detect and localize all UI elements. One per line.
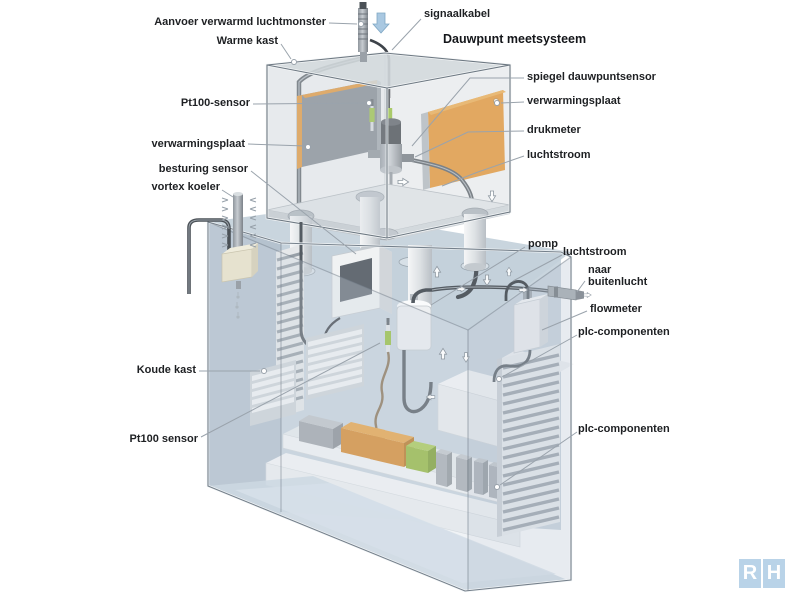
leader-dots [261,21,502,490]
label-drukmeter: drukmeter [527,124,581,136]
vent-grille-1 [306,324,364,400]
logo-letter-h: H [763,559,785,588]
top-tubes [411,280,550,304]
cold-cabinet-glass [206,220,573,593]
down-arrow-blue [372,12,390,34]
flowmeter-box [492,291,548,383]
plc-module-green [406,441,436,473]
vortex-cooler [187,192,258,319]
vent-grille-2 [250,360,296,426]
rh-logo: R H [739,559,785,588]
label-pomp: pomp [528,238,558,250]
label-luchtstroom-2: luchtstroom [563,246,627,258]
heating-plate-right [421,90,506,190]
label-besturing-sensor: besturing sensor [158,163,248,175]
heating-plate-left [297,80,381,169]
label-pt100-sensor-bottom: Pt100 sensor [129,433,198,445]
component-shelf [282,415,532,504]
cold-cabinet-interior [250,222,574,548]
controller-display [322,245,392,343]
inlet-tube [358,2,390,62]
label-naar-buitenlucht: naar buitenlucht [588,264,648,289]
label-plc-componenten-1: plc-componenten [578,326,670,338]
label-plc-componenten-2: plc-componenten [578,423,670,435]
warm-cabinet [265,38,512,300]
pt100-sensor-warm [369,99,375,131]
vortex-air-arrows [221,197,257,248]
condensate-drops [235,292,240,319]
display-screen [340,258,372,302]
label-luchtstroom-1: luchtstroom [527,149,591,161]
logo-letter-r: R [739,559,761,588]
leader-lines [199,18,588,486]
label-spiegel-dauwpuntsensor: spiegel dauwpuntsensor [527,71,656,83]
label-verwarmingsplaat-right: verwarmingsplaat [527,95,621,107]
heatsink-right [497,344,574,537]
label-verwarmingsplaat-left: verwarmingsplaat [151,138,245,150]
label-vortex-koeler: vortex koeler [151,181,220,193]
label-aanvoer-verwarmd-luchtmonster: Aanvoer verwarmd luchtmonster [154,16,326,28]
label-koude-kast: Koude kast [136,364,196,376]
label-flowmeter: flowmeter [590,303,642,315]
label-warme-kast: Warme kast [216,35,278,47]
label-pt100-sensor-top: Pt100-sensor [180,97,250,109]
grey-module-box [299,415,343,449]
outlet-tube [547,285,584,301]
label-signaalkabel: signaalkabel [424,8,491,20]
page-title: Dauwpunt meetsysteem [443,32,587,46]
